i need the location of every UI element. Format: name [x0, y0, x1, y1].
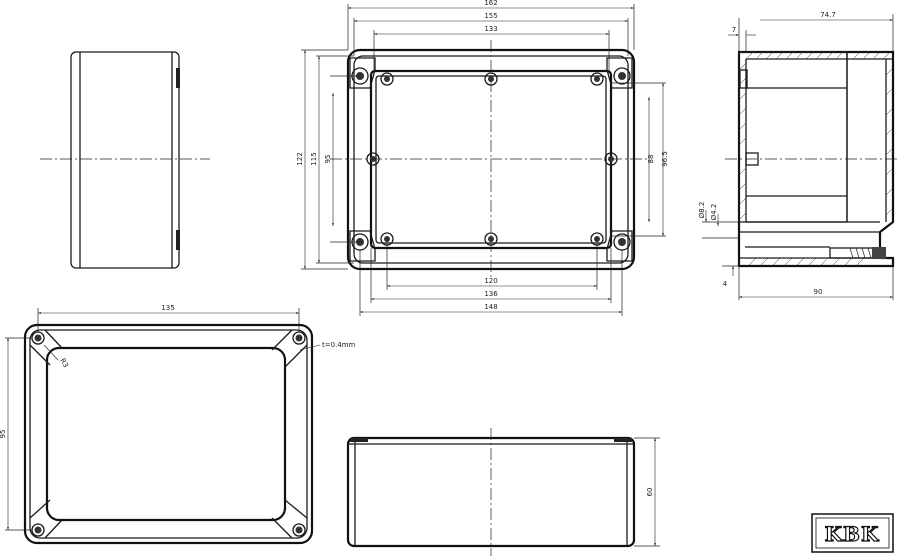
dim-88: 88: [647, 155, 655, 164]
dim-7: 7: [732, 26, 736, 34]
lid-corner-holes: [31, 331, 306, 537]
dim-96-5: 96.5: [661, 151, 669, 167]
section-view: 74.7 7 Ø8.2 Ø4.2 4 90: [698, 11, 900, 300]
dim-dia-4-2: Ø4.2: [710, 204, 718, 221]
dim-95-lid: 95: [0, 430, 7, 439]
front-view: 60: [346, 428, 660, 556]
dim-115: 115: [310, 152, 318, 165]
dim-74-7: 74.7: [820, 11, 836, 19]
dim-95: 95: [324, 155, 332, 164]
dim-162: 162: [484, 0, 497, 7]
top-view: 162 155 133 122 115 95 88 96.5 120: [296, 0, 669, 316]
dim-4: 4: [723, 280, 728, 288]
dim-136: 136: [484, 290, 498, 298]
dim-122: 122: [296, 152, 304, 165]
corner-boss-tl: [349, 57, 376, 89]
dim-60: 60: [646, 488, 654, 497]
dim-133: 133: [484, 25, 497, 33]
kbk-logo: KBK: [811, 513, 894, 553]
screw-detail: [745, 246, 886, 259]
dim-r3: R3: [58, 357, 70, 369]
dim-90: 90: [814, 288, 823, 296]
lid-view: 135 95 R3 t=0.4mm: [0, 304, 356, 545]
dim-120: 120: [484, 277, 497, 285]
dim-dia-8-2: Ø8.2: [698, 202, 706, 219]
dim-135: 135: [161, 304, 174, 312]
gasket-note: t=0.4mm: [322, 341, 356, 349]
dim-148: 148: [484, 303, 497, 311]
side-view-left: [40, 51, 210, 269]
dim-155: 155: [484, 12, 497, 20]
section-hatch: [738, 51, 894, 267]
logo-text: KBK: [825, 522, 880, 546]
